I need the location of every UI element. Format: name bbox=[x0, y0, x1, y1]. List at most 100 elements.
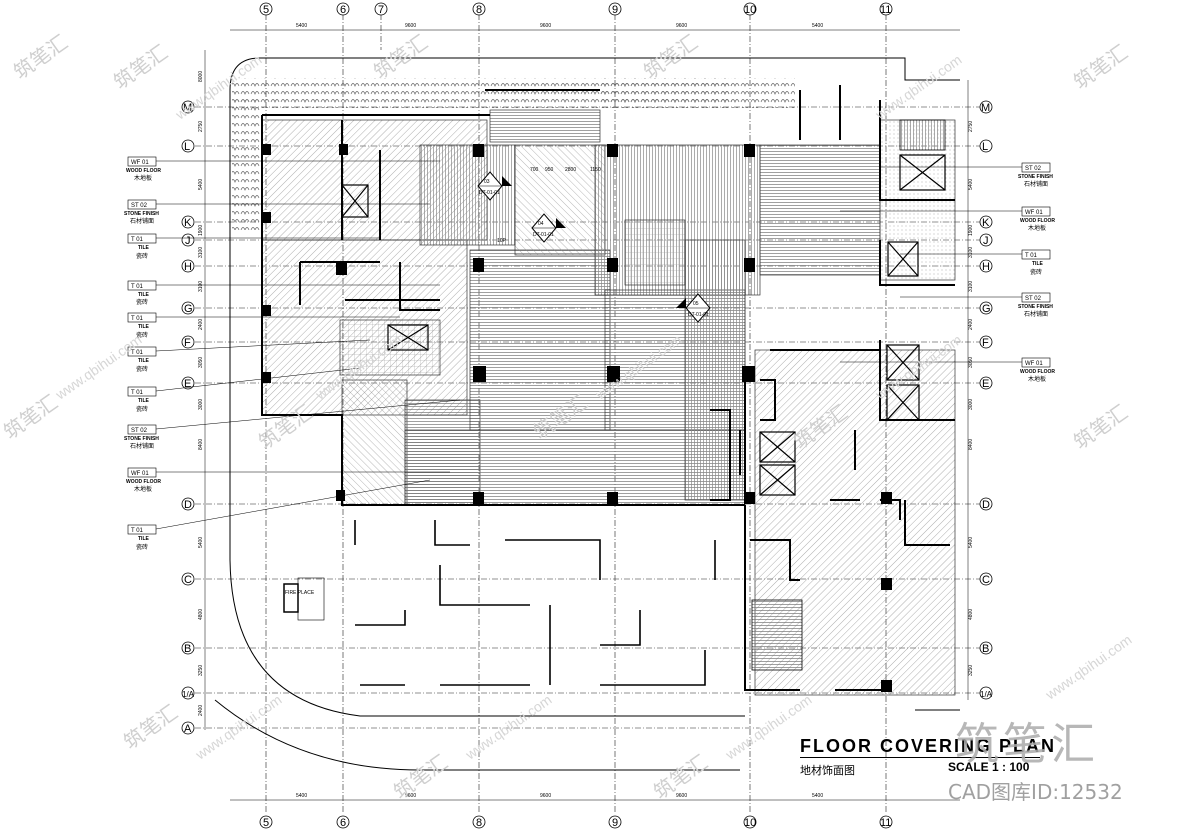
tag-right-4-code: ST 02 bbox=[1025, 296, 1042, 302]
dim-left-4: 1900 bbox=[198, 225, 204, 236]
tag-left-9-en: WOOD FLOOR bbox=[126, 479, 161, 485]
row-G-left: G bbox=[184, 303, 193, 315]
col-5-top: 5 bbox=[263, 4, 269, 16]
site-boundary bbox=[214, 57, 960, 771]
watermark-brand-10: 筑笔汇 bbox=[1069, 400, 1132, 454]
material-tags-left: WF 01 WOOD FLOOR 木地板 ST 02 STONE FINISH … bbox=[124, 156, 461, 551]
grid-labels-bottom: 5 6 8 9 10 11 bbox=[263, 817, 891, 829]
row-C-left: C bbox=[184, 574, 192, 586]
row-D-left: D bbox=[184, 499, 192, 511]
col-8-top: 8 bbox=[476, 4, 482, 16]
watermark-url-7: www.qbihui.com bbox=[462, 691, 555, 763]
tag-right-1: ST 02 STONE FINISH 石材铺面 bbox=[880, 162, 1053, 188]
dim-right-3: 1900 bbox=[968, 225, 974, 236]
tag-left-10-zh: 瓷砖 bbox=[136, 543, 148, 551]
tag-right-1-code: ST 02 bbox=[1025, 166, 1042, 172]
tag-right-4: ST 02 STONE FINISH 石材铺面 bbox=[900, 292, 1053, 318]
dim-left-1: 8000 bbox=[198, 71, 204, 82]
col-6-bottom: 6 bbox=[340, 817, 346, 829]
structural-columns bbox=[262, 144, 892, 692]
row-L-left: L bbox=[184, 141, 190, 153]
grid-labels-left: M L K J H G F E D C B 1/A A bbox=[182, 102, 195, 735]
tag-left-9: WF 01 WOOD FLOOR 木地板 bbox=[126, 467, 450, 493]
tag-left-6-zh: 瓷砖 bbox=[136, 365, 148, 373]
dim-right-7: 3050 bbox=[968, 357, 974, 368]
dim-left-2: 2750 bbox=[198, 121, 204, 132]
tag-left-1-zh: 木地板 bbox=[134, 174, 152, 182]
watermark-brand-6: 筑笔汇 bbox=[0, 390, 62, 444]
dim-right-9: 8400 bbox=[968, 439, 974, 450]
watermark-brand-2: 筑笔汇 bbox=[109, 40, 172, 94]
col-11-bottom: 11 bbox=[880, 817, 891, 829]
section-04-num: 04 bbox=[538, 221, 544, 227]
row-E-right: E bbox=[982, 378, 989, 390]
grid-lines-horizontal bbox=[195, 106, 985, 729]
fireplace: FIRE PLACE bbox=[283, 577, 325, 621]
col-5-bottom: 5 bbox=[263, 817, 269, 829]
tag-left-1-code: WF 01 bbox=[131, 160, 149, 166]
row-L-right: L bbox=[982, 141, 988, 153]
col-11-top: 11 bbox=[880, 4, 891, 16]
interior-dimensions: 700 950 2800 1150 10P bbox=[497, 167, 601, 244]
watermark-brand-5: 筑笔汇 bbox=[1069, 40, 1132, 94]
dim-left-14: 2400 bbox=[198, 705, 204, 716]
tag-left-8-code: ST 02 bbox=[131, 428, 148, 434]
tag-right-4-zh: 石材铺面 bbox=[1024, 310, 1048, 318]
tag-left-2-en: STONE FINISH bbox=[124, 211, 159, 217]
right-dimensions: 2750 5400 1900 3100 3100 2400 3050 3000 … bbox=[968, 121, 974, 676]
dim-right-1: 2750 bbox=[968, 121, 974, 132]
dim-left-10: 8400 bbox=[198, 439, 204, 450]
watermark-url-9: www.qbihui.com bbox=[872, 51, 965, 123]
tag-left-1-en: WOOD FLOOR bbox=[126, 168, 161, 174]
dim-bot-1: 5400 bbox=[296, 793, 307, 799]
dim-left-12: 4800 bbox=[198, 609, 204, 620]
col-7-top: 7 bbox=[378, 4, 384, 16]
material-tags-right: ST 02 STONE FINISH 石材铺面 WF 01 WOOD FLOOR… bbox=[840, 162, 1055, 383]
grid-bubbles-right bbox=[979, 100, 993, 700]
row-F-left: F bbox=[184, 337, 191, 349]
dim-left-3: 5400 bbox=[198, 179, 204, 190]
dim-right-2: 5400 bbox=[968, 179, 974, 190]
watermark-brand-11: 筑笔汇 bbox=[119, 700, 182, 754]
tag-right-5-code: WF 01 bbox=[1025, 361, 1043, 367]
row-F-right: F bbox=[982, 337, 989, 349]
tag-left-10-code: T 01 bbox=[131, 528, 144, 534]
row-M-right: M bbox=[981, 102, 990, 114]
row-J-left: J bbox=[185, 235, 191, 247]
dim-bot-3: 9600 bbox=[540, 793, 551, 799]
tag-left-4-zh: 瓷砖 bbox=[136, 298, 148, 306]
col-8-bottom: 8 bbox=[476, 817, 482, 829]
tag-left-9-code: WF 01 bbox=[131, 471, 149, 477]
tag-left-8-en: STONE FINISH bbox=[124, 436, 159, 442]
watermark-url-5: www.qbihui.com bbox=[1042, 631, 1135, 703]
tag-left-4: T 01 TILE 瓷砖 bbox=[127, 280, 440, 306]
row-K-left: K bbox=[184, 217, 192, 229]
section-mark-04: 04 DT-01-01 bbox=[531, 213, 566, 243]
tag-right-2-zh: 木地板 bbox=[1028, 224, 1046, 232]
row-D-right: D bbox=[982, 499, 990, 511]
dim-top-1: 5400 bbox=[296, 23, 307, 29]
dim-right-10: 5400 bbox=[968, 537, 974, 548]
tag-left-7-code: T 01 bbox=[131, 390, 144, 396]
grid-bubbles-bottom bbox=[259, 815, 893, 829]
tag-left-6-code: T 01 bbox=[131, 350, 144, 356]
tag-left-2-zh: 石材铺面 bbox=[130, 217, 154, 225]
section-mark-03: 03 DT-01-01 bbox=[477, 171, 512, 201]
tag-left-5-zh: 瓷砖 bbox=[136, 331, 148, 339]
row-1A-right: 1/A bbox=[980, 690, 993, 699]
tag-left-4-code: T 01 bbox=[131, 284, 144, 290]
planter-left bbox=[232, 100, 260, 230]
tag-left-10-en: TILE bbox=[138, 536, 149, 542]
dim-int-5: 10P bbox=[497, 238, 507, 244]
tag-left-6: T 01 TILE 瓷砖 bbox=[127, 339, 371, 373]
title-block: FLOOR COVERING PLAN 地材饰面图 SCALE 1 : 100 bbox=[800, 736, 1060, 780]
watermark-url-6: www.qbihui.com bbox=[192, 691, 285, 763]
row-J-right: J bbox=[983, 235, 989, 247]
tag-right-3-en: TILE bbox=[1032, 261, 1043, 267]
tag-right-2-code: WF 01 bbox=[1025, 210, 1043, 216]
elevators bbox=[341, 154, 946, 496]
dim-bot-5: 5400 bbox=[812, 793, 823, 799]
tag-left-8-zh: 石材铺面 bbox=[130, 442, 154, 450]
tag-right-1-en: STONE FINISH bbox=[1018, 174, 1053, 180]
